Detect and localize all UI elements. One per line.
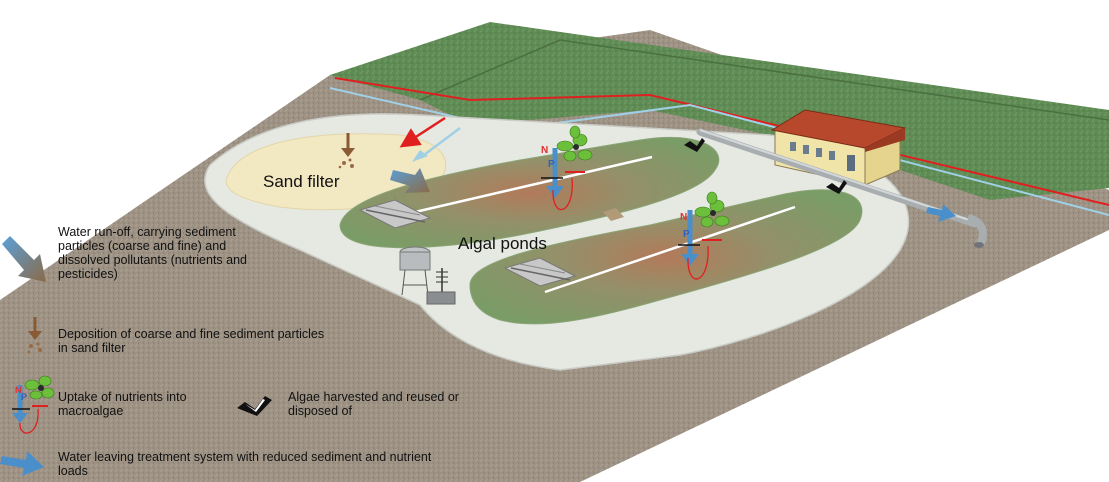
legend-uptake-icon: N P [12,375,55,434]
sand-filter-label: Sand filter [263,172,340,191]
legend-outflow-icon [0,451,44,476]
svg-text:N: N [541,145,548,156]
legend-deposition-icon [27,317,42,354]
svg-text:N: N [680,212,687,223]
harvest-building [770,109,907,186]
svg-text:N: N [15,385,22,395]
algal-pond-lower [469,189,863,325]
harvest-icon [237,396,272,416]
harvest-icon [684,138,705,152]
legend-outflow-text: Water leaving treatment system with redu… [58,450,432,478]
runoff-arrow-icon [390,168,430,193]
svg-text:P: P [683,229,690,240]
algal-pond-upper [339,136,720,249]
outflow-arrow-icon [0,451,44,476]
runoff-inflow-blue-head [412,150,428,162]
legend-harvest-icon [237,396,272,416]
runoff-arrow-icon [2,236,46,282]
power-pylon [426,268,456,305]
runoff-inflow-blue-arrow [419,127,461,159]
algal-ponds-label: Algal ponds [458,234,547,253]
legend-uptake-text: Uptake of nutrients into macroalgae [58,390,187,418]
sediment-deposition-icon [27,317,42,354]
macroalgae-uptake-icon: N P [541,125,593,211]
harvest-icon [826,180,847,194]
legend-harvest-text: Algae harvested and reused or disposed o… [288,390,459,418]
sediment-deposition-icon [338,133,355,169]
macroalgae-uptake-icon: N P [678,191,730,280]
runoff-inflow-red-arrow [399,116,446,148]
outflow-arrow-icon [926,204,956,222]
pond-divider-upper [414,155,653,214]
water-tank [399,246,431,296]
legend-runoff-icon [2,236,46,282]
svg-text:P: P [548,159,555,170]
paddlewheel-upper [358,199,432,229]
pond-connector [603,208,624,221]
legend-runoff-text: Water run-off, carrying sediment particl… [58,225,248,281]
field-divider [419,39,1109,121]
svg-text:P: P [21,392,27,402]
legend-deposition-text: Deposition of coarse and fine sediment p… [58,327,325,355]
macroalgae-uptake-icon: N P [12,375,55,434]
paddlewheel-lower [503,257,577,287]
pond-divider-lower [544,205,796,294]
